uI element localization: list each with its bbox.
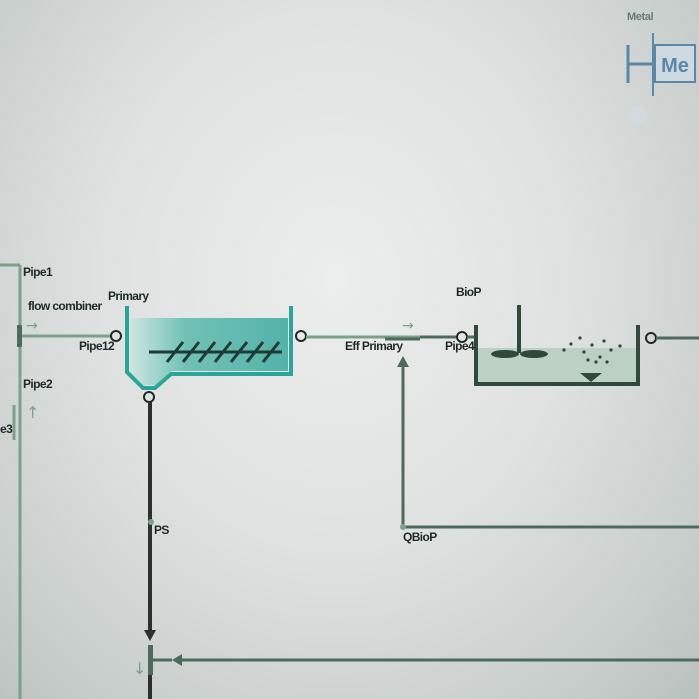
metal-label: Metal: [627, 11, 654, 23]
eff-primary-arrow: →: [402, 318, 414, 334]
bottom-combiner[interactable]: ↓: [133, 645, 153, 699]
primary-label: Primary: [108, 289, 149, 303]
qbiop-label: QBioP: [403, 530, 437, 544]
primary-clarifier[interactable]: [125, 306, 307, 403]
pipe2-up-arrow: ↑: [26, 403, 39, 422]
biop-label: BioP: [456, 285, 482, 299]
metal-icon-text: Me: [661, 55, 689, 77]
pipe3[interactable]: [12, 405, 22, 699]
ps-pipe[interactable]: [144, 402, 156, 641]
flow-combiner[interactable]: →: [17, 318, 38, 347]
ps-label: PS: [154, 523, 169, 537]
flow-combiner-arrow: →: [26, 318, 38, 334]
metal-icon[interactable]: Me: [626, 33, 696, 124]
pipe3-label: e3: [0, 422, 13, 436]
pipe4[interactable]: [420, 331, 475, 343]
pipe12-label: Pipe12: [79, 339, 115, 353]
pipe4-label: Pipe4: [445, 339, 475, 353]
pipe2-label: Pipe2: [23, 377, 53, 391]
return-pipe[interactable]: [153, 654, 699, 666]
pipe1-label: Pipe1: [23, 265, 53, 279]
pipe12[interactable]: [22, 330, 122, 342]
flow-combiner-label: flow combiner: [28, 299, 102, 313]
qbiop-pipe[interactable]: [397, 356, 699, 530]
bottom-combiner-arrow: ↓: [133, 659, 146, 678]
eff-primary-label: Eff Primary: [345, 339, 403, 353]
biop-reactor[interactable]: [474, 305, 699, 386]
